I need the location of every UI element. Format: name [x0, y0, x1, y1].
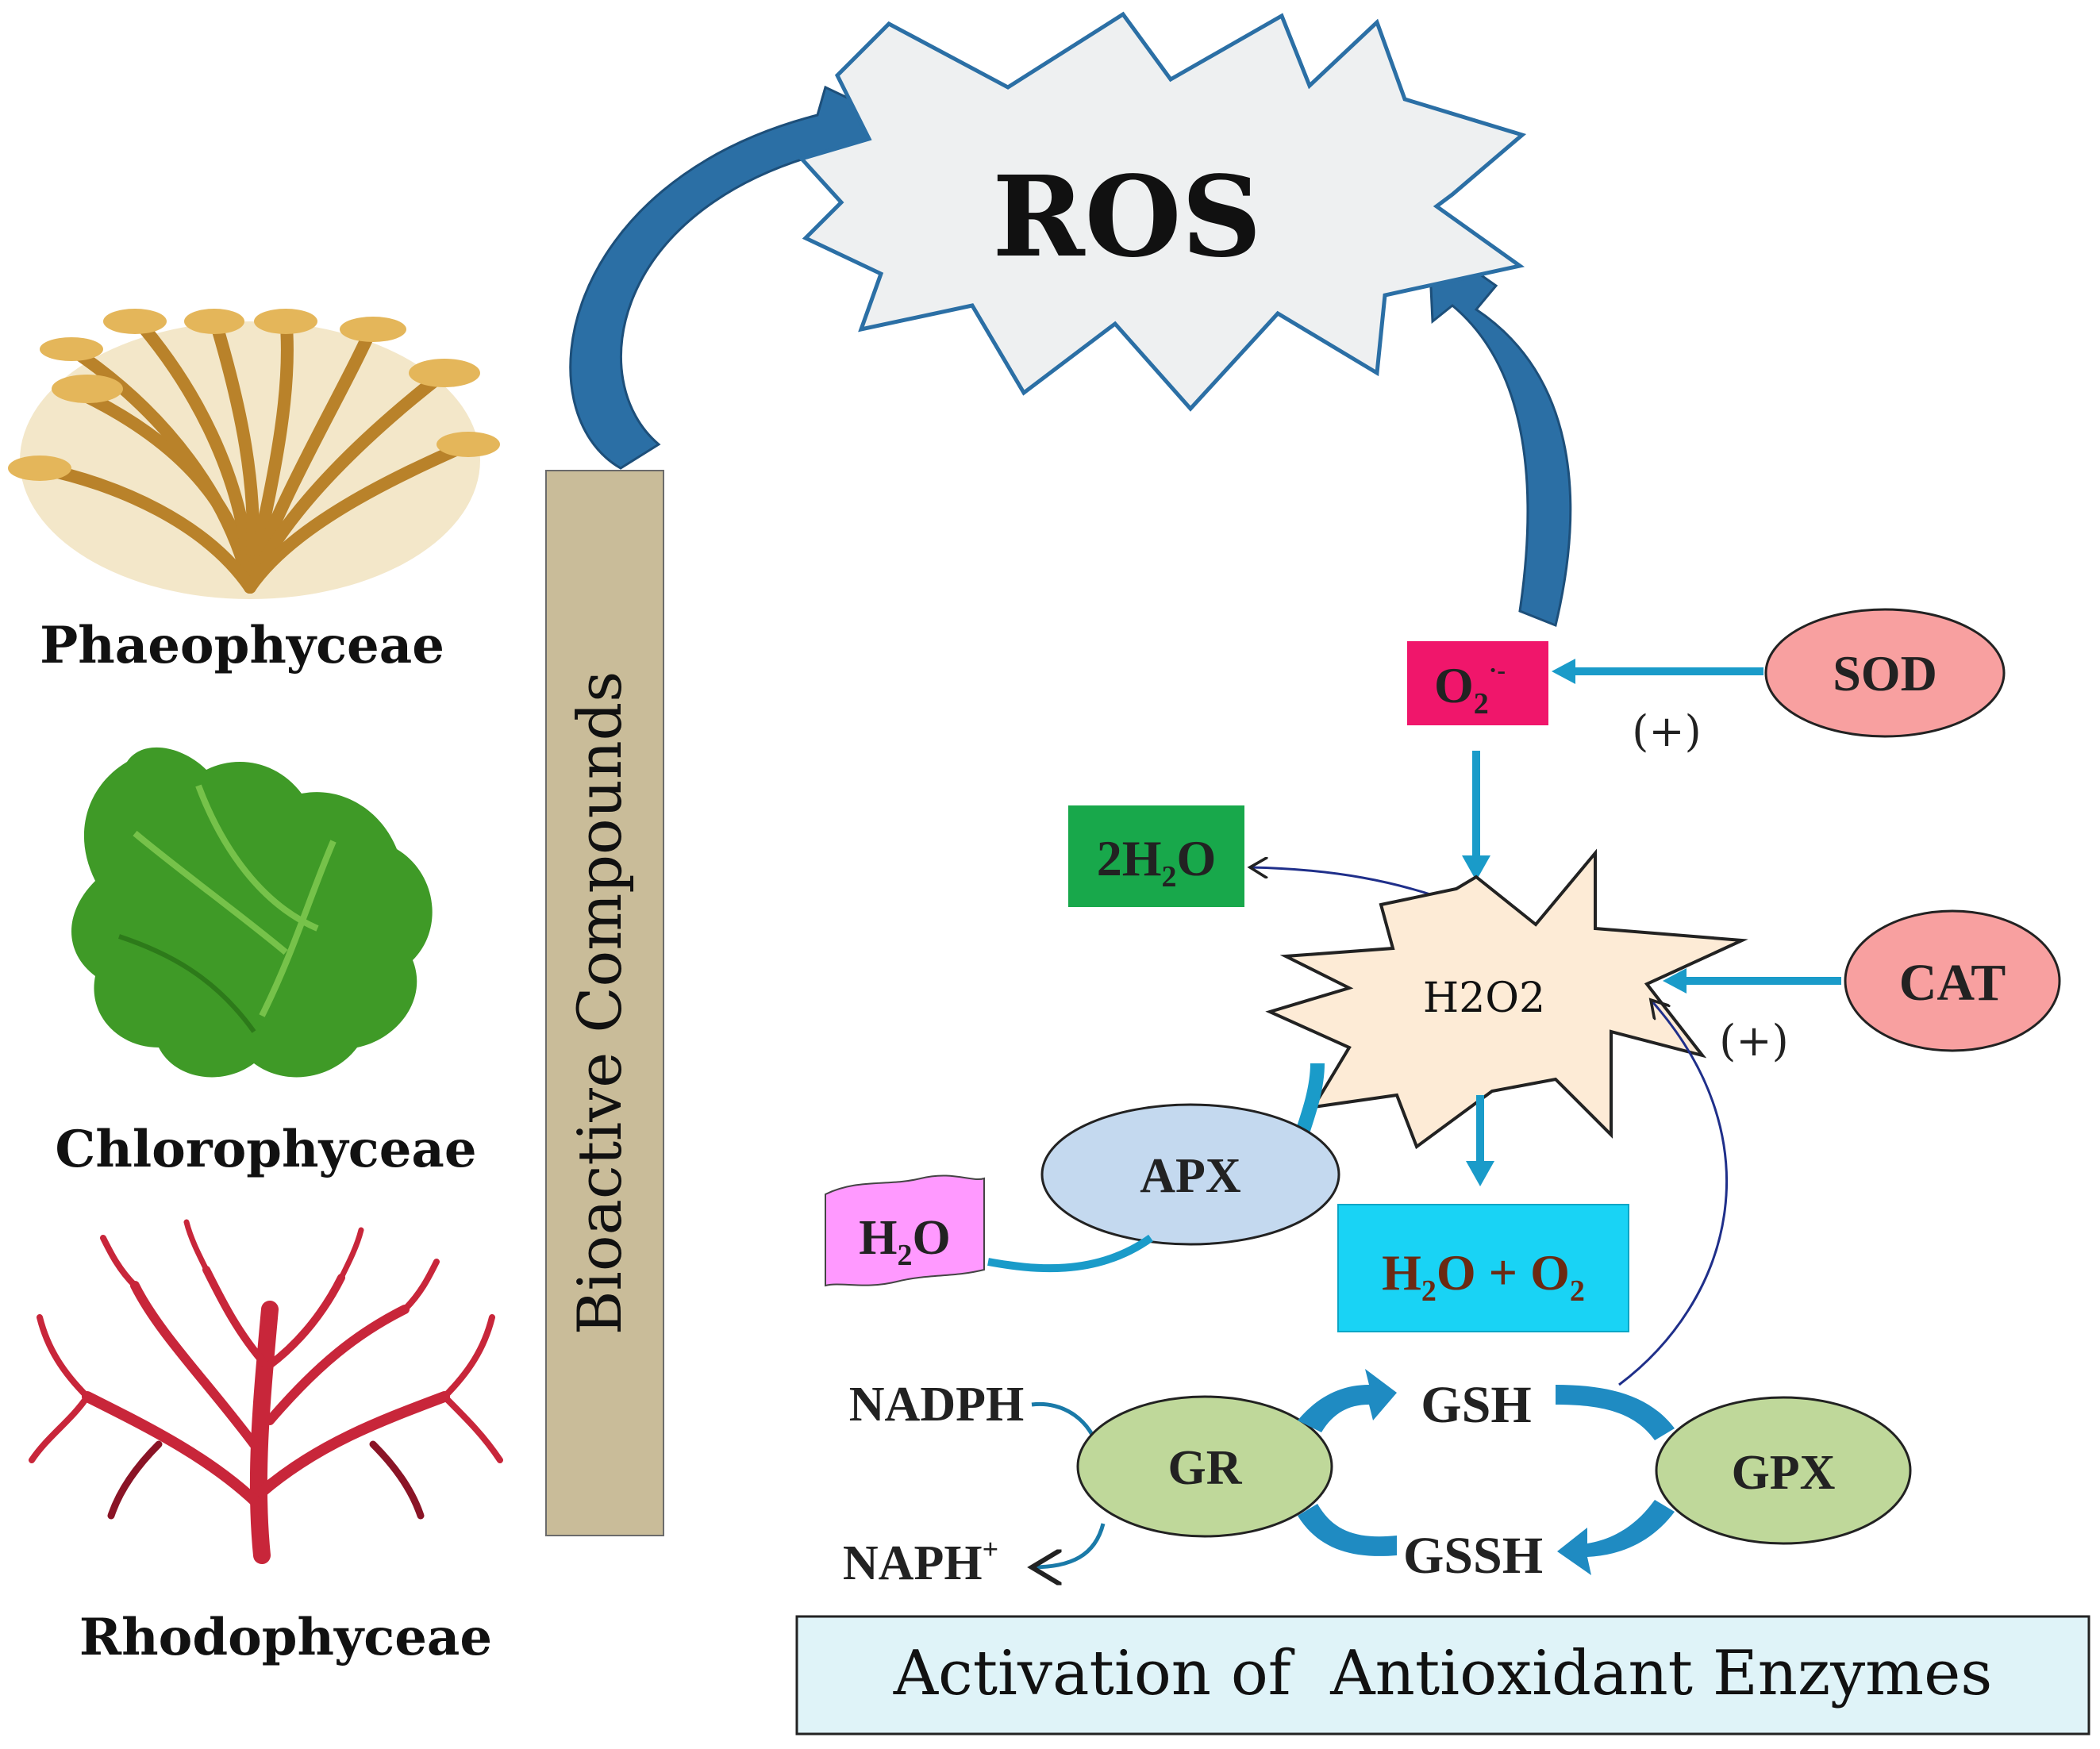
gpx-enzyme: [1655, 1396, 1912, 1545]
arrow-gr-to-gsh: [1298, 1369, 1397, 1432]
water-oxygen-a-sub: 2: [1421, 1274, 1437, 1308]
arrow-gsh-to-gpx: [1556, 1385, 1675, 1440]
water-2-pre: 2H: [1097, 830, 1162, 886]
water-2-box: [1068, 805, 1244, 907]
connector-apx-to-h2o2: [1294, 1063, 1325, 1137]
water-post: O: [913, 1211, 951, 1265]
water-2-post: O: [1177, 830, 1217, 886]
water-pre: H: [859, 1211, 897, 1265]
water-flag: [825, 1174, 985, 1287]
footer-label: Activation of Antioxidant Enzymes: [893, 1638, 1993, 1709]
water-2-sub: 2: [1162, 860, 1177, 894]
sod-activation-sign: (+): [1632, 706, 1701, 756]
water-label: H2O: [859, 1211, 950, 1272]
superoxide-main: O: [1434, 657, 1474, 713]
superoxide-label: O2·-: [1434, 655, 1506, 721]
organism-label-chlorophyceae: Chlorophyceae: [55, 1120, 476, 1179]
cat-label: CAT: [1899, 954, 2006, 1012]
arrowhead-superoxide-down: [1462, 855, 1490, 881]
superoxide-sup: ·-: [1489, 655, 1506, 684]
water-oxygen-a: H: [1382, 1244, 1421, 1301]
bioactive-compounds-label: Bioactive Compounds: [564, 671, 635, 1336]
ros-starburst: [798, 11, 1527, 412]
bioactive-compounds-bar: [545, 470, 664, 1536]
footer-box: [795, 1615, 2090, 1736]
superoxide-box: [1407, 641, 1548, 725]
organism-label-phaeophyceae: Phaeophyceae: [40, 616, 444, 675]
organism-label-rhodophyceae: Rhodophyceae: [79, 1608, 492, 1667]
water-oxygen-box: [1337, 1204, 1629, 1332]
arrow-gpx-to-gssh: [1557, 1500, 1675, 1575]
connector-apx-to-water: [987, 1234, 1153, 1273]
nadph-label: NADPH: [849, 1378, 1024, 1432]
arrow-gssh-to-gr: [1298, 1504, 1397, 1556]
arrowhead-sod: [1552, 659, 1575, 684]
arrow-gsh-to-h2o2: [1618, 1000, 1728, 1386]
water-oxygen-b-sub: 2: [1570, 1274, 1585, 1308]
arrow-gr-to-naph: [1032, 1523, 1106, 1567]
naph-main: NAPH: [843, 1536, 983, 1590]
h2o2-starburst: [1265, 848, 1748, 1150]
gr-enzyme: [1076, 1395, 1333, 1538]
phaeophyceae-illustration: [8, 309, 500, 599]
sod-enzyme: [1764, 608, 2006, 738]
water-oxygen-label: H2O + O2: [1382, 1244, 1585, 1308]
gr-label: GR: [1168, 1441, 1243, 1495]
gsh-label: GSH: [1421, 1376, 1531, 1434]
h2o2-label: H2O2: [1423, 974, 1545, 1022]
naph-label: NAPH+: [843, 1533, 998, 1590]
ros-label: ROS: [992, 152, 1261, 283]
apx-label: APX: [1140, 1149, 1241, 1203]
water-sub: 2: [898, 1239, 913, 1272]
cat-activation-sign: (+): [1719, 1016, 1788, 1066]
water-2-label: 2H2O: [1097, 830, 1217, 894]
arrow-superoxide-to-ros: [1427, 236, 1572, 628]
rhodophyceae-illustration: [29, 1219, 503, 1564]
sod-label: SOD: [1833, 645, 1937, 702]
cat-enzyme: [1844, 909, 2061, 1052]
chlorophyceae-illustration: [71, 747, 433, 1078]
arrowhead-cat: [1663, 968, 1687, 994]
water-oxygen-b: O + O: [1437, 1244, 1570, 1301]
gssh-label: GSSH: [1403, 1527, 1543, 1585]
naph-sup: +: [983, 1533, 999, 1565]
superoxide-sub: 2: [1474, 687, 1489, 721]
gpx-label: GPX: [1732, 1446, 1836, 1500]
arrowhead-h2o2-down: [1466, 1161, 1494, 1186]
apx-enzyme: [1040, 1103, 1340, 1246]
